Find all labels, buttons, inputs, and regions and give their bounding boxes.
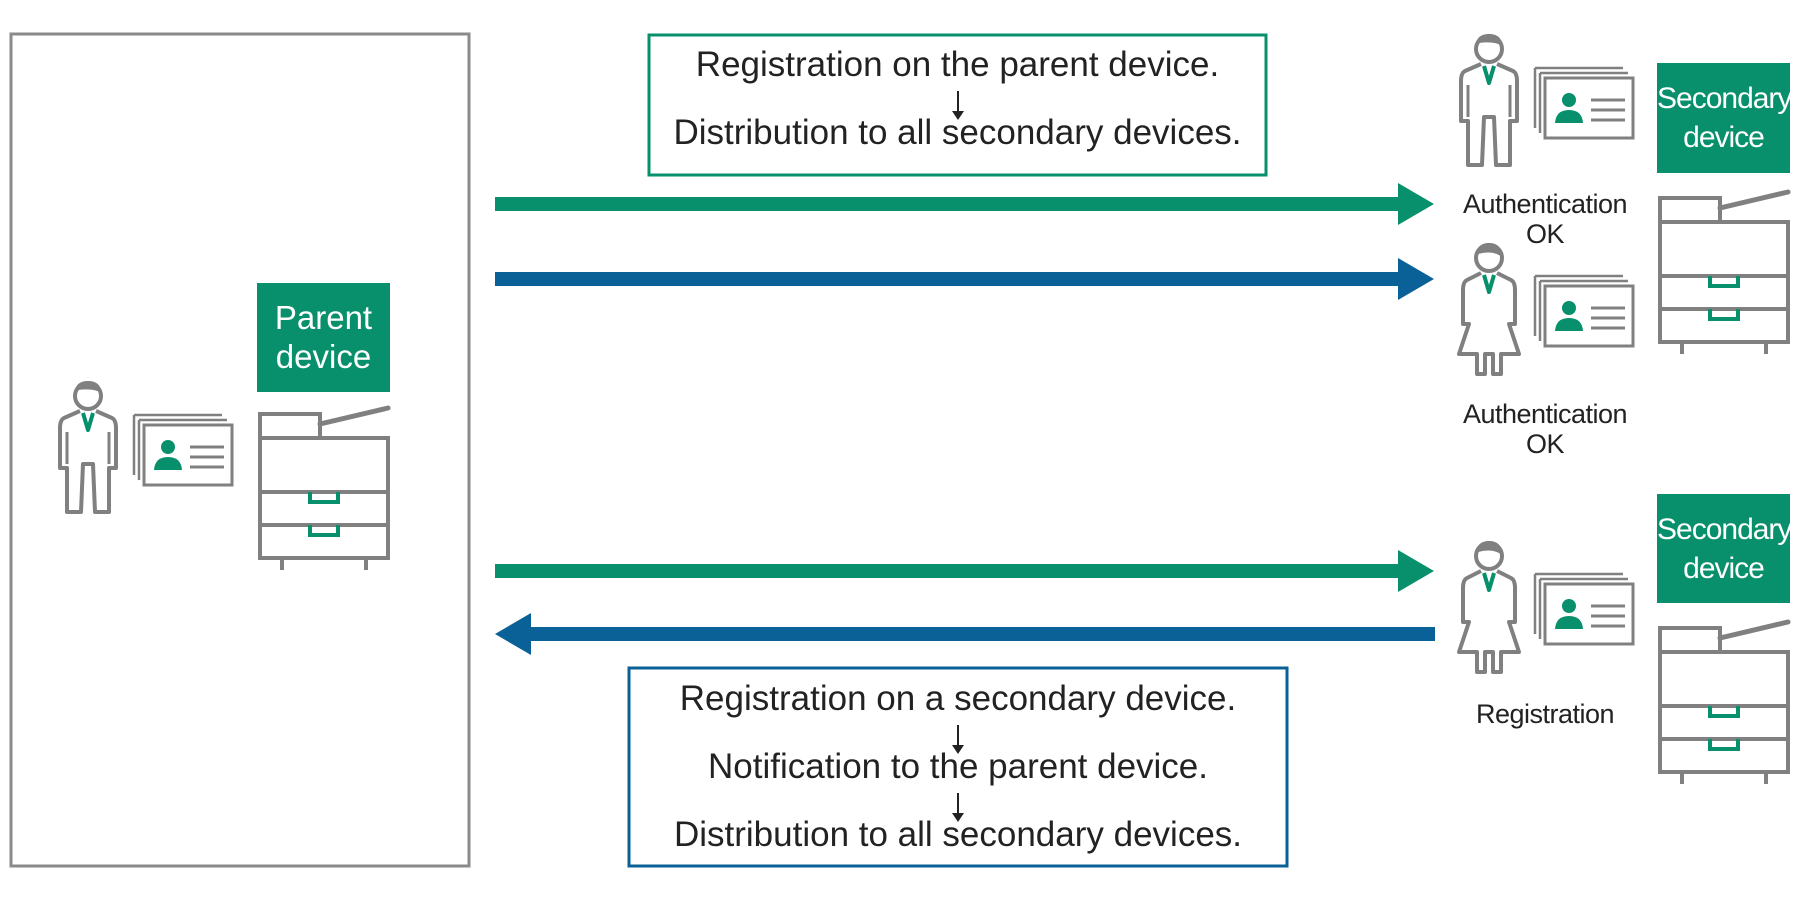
parent-device-label: Parent device xyxy=(257,283,390,392)
printer-icon xyxy=(1660,622,1788,784)
arrow-bottom-blue xyxy=(495,613,1435,655)
bottom-message-line1: Registration on a secondary device. xyxy=(679,679,1237,718)
male-user-icon xyxy=(1459,32,1519,167)
bottom-message-line3: Distribution to all secondary devices. xyxy=(673,815,1243,854)
bottom-message-frame xyxy=(627,666,1289,868)
female-user-icon xyxy=(1457,539,1521,674)
top-message-line1: Registration on the parent device. xyxy=(695,45,1220,84)
bottom-message-box: Registration on a secondary device. Noti… xyxy=(631,670,1285,864)
auth-status-user1-line2: OK xyxy=(1525,219,1565,249)
male-user-icon xyxy=(58,379,118,514)
bottom-message-line2: Notification to the parent device. xyxy=(707,747,1208,786)
registration-status: Registration xyxy=(1440,699,1650,729)
secondary-top-label-line2: device xyxy=(1683,121,1765,154)
id-card-icon xyxy=(132,413,234,487)
arrow-bottom-green xyxy=(495,550,1434,592)
id-card-icon xyxy=(1533,572,1635,646)
id-card-icon xyxy=(1533,66,1635,140)
auth-status-user2-line2: OK xyxy=(1525,429,1565,459)
secondary-top-label-line1: Secondary xyxy=(1657,82,1792,115)
arrow-top-green xyxy=(495,183,1434,225)
parent-site-frame xyxy=(9,32,471,868)
secondary-device-label-bottom: Secondary device xyxy=(1657,494,1792,603)
top-message-line2: Distribution to all secondary devices. xyxy=(673,113,1242,152)
printer-icon xyxy=(1660,192,1788,354)
auth-status-user2-line1: Authentication xyxy=(1462,399,1628,429)
parent-label-line1: Parent xyxy=(274,299,373,336)
female-user-icon xyxy=(1457,241,1521,376)
auth-status-user1: Authentication OK xyxy=(1440,189,1650,249)
auth-status-user1-line1: Authentication xyxy=(1462,189,1628,219)
registration-status-text: Registration xyxy=(1475,699,1615,729)
printer-icon xyxy=(260,408,388,570)
secondary-device-label-top: Secondary device xyxy=(1657,63,1792,173)
secondary-bottom-label-line1: Secondary xyxy=(1657,513,1792,546)
top-message-box: Registration on the parent device. Distr… xyxy=(651,37,1264,173)
arrow-top-blue xyxy=(495,258,1434,300)
id-card-icon xyxy=(1533,274,1635,348)
parent-label-line2: device xyxy=(275,338,372,375)
auth-status-user2: Authentication OK xyxy=(1440,399,1650,459)
secondary-bottom-label-line2: device xyxy=(1683,552,1765,585)
